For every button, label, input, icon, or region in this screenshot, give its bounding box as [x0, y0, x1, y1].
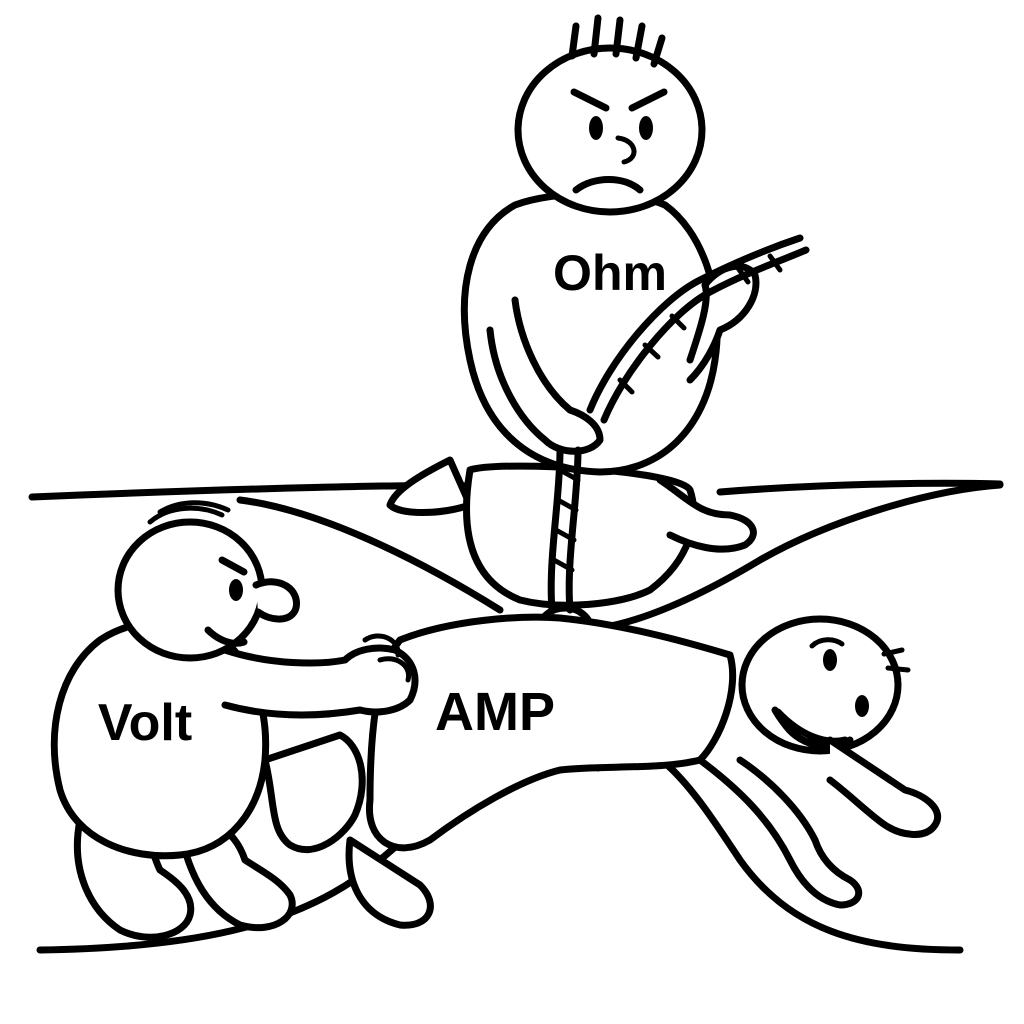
- amp-character: AMP: [261, 613, 941, 929]
- ohm-character: Ohm: [386, 14, 760, 609]
- volt-label: Volt: [98, 694, 192, 752]
- amp-label: AMP: [435, 682, 555, 742]
- volt-character: Volt: [50, 500, 419, 941]
- ohm-label: Ohm: [553, 245, 667, 301]
